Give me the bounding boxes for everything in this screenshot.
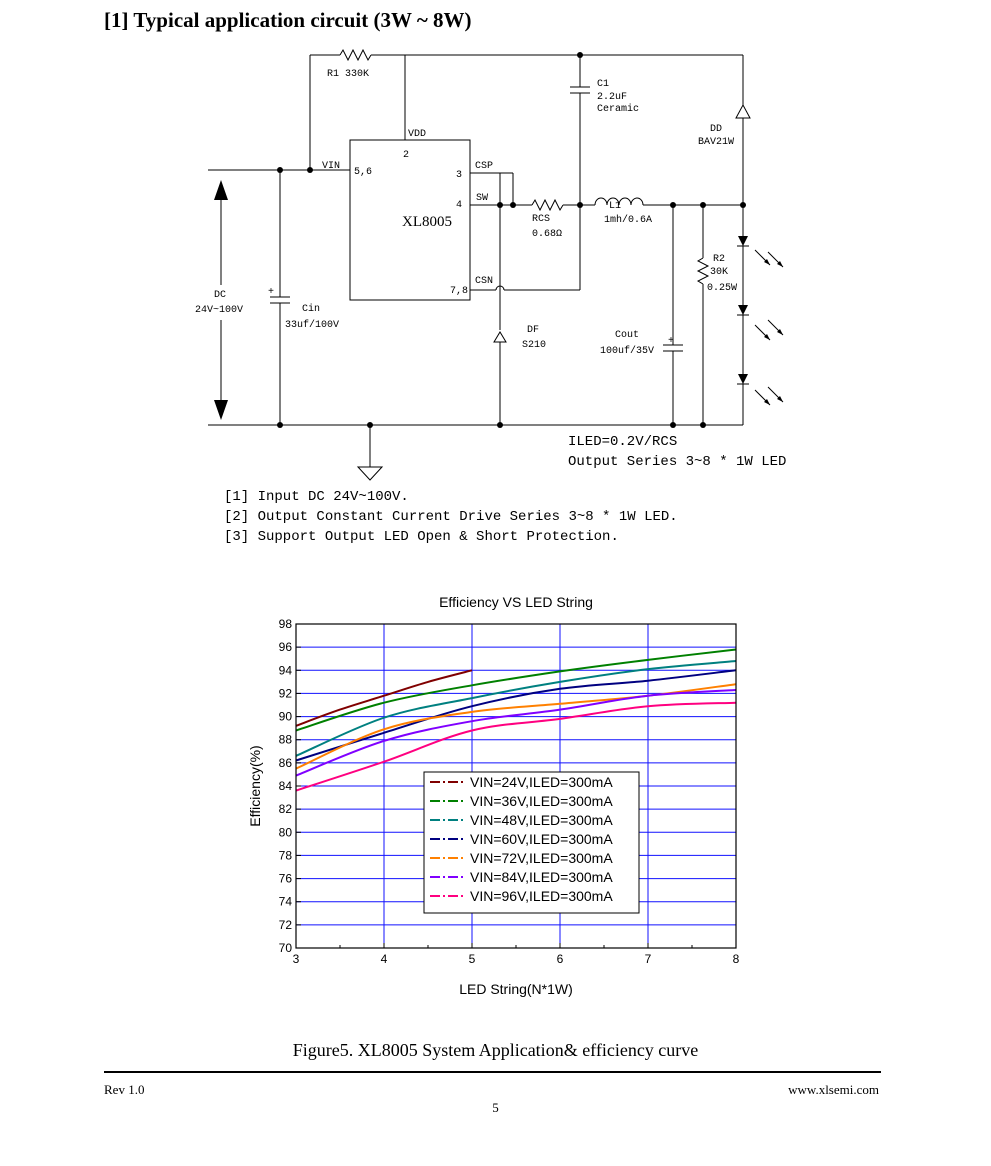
r1-label: R1 330K: [327, 69, 369, 80]
rcs-value: 0.68Ω: [532, 229, 562, 240]
y-tick-label: 78: [279, 848, 293, 862]
r2-value: 30K: [710, 267, 728, 278]
series-line-7: [295, 701, 737, 792]
note-3: [3] Support Output LED Open & Short Prot…: [224, 529, 619, 545]
dc-name: DC: [214, 290, 226, 301]
y-tick-label: 84: [279, 779, 293, 793]
chart-title: Efficiency VS LED String: [439, 594, 593, 610]
sw-label: SW: [476, 193, 488, 204]
cin-name: Cin: [302, 303, 320, 315]
legend-entry: VIN=24V,ILED=300mA: [470, 774, 613, 790]
website-link[interactable]: www.xlsemi.com: [788, 1082, 879, 1097]
dd-value: BAV21W: [698, 137, 734, 148]
x-tick-label: 4: [381, 952, 388, 966]
application-circuit: R1 330K C1 2.2uF Ceramic DD BAV21W VDD 2…: [195, 48, 786, 481]
vin-label: VIN: [322, 161, 340, 172]
series-line-3: [295, 660, 737, 757]
cout-value: 100uf/35V: [600, 345, 654, 357]
rcs-name: RCS: [532, 214, 550, 225]
pin3-label: 3: [456, 170, 462, 181]
legend-entry: VIN=96V,ILED=300mA: [470, 888, 613, 904]
note-1: [1] Input DC 24V~100V.: [224, 489, 409, 505]
revision: Rev 1.0: [104, 1082, 145, 1097]
y-tick-label: 88: [279, 733, 293, 747]
pin4-label: 4: [456, 200, 462, 211]
series-line-4: [295, 669, 737, 762]
ic-name: XL8005: [402, 214, 452, 230]
series-line-1: [295, 669, 473, 727]
x-tick-label: 3: [293, 952, 300, 966]
vdd-label: VDD: [408, 129, 426, 140]
y-tick-label: 80: [279, 825, 293, 839]
section-heading: [1] Typical application circuit (3W ~ 8W…: [104, 8, 472, 32]
y-tick-label: 98: [279, 617, 293, 631]
x-tick-label: 8: [733, 952, 740, 966]
dd-name: DD: [710, 124, 722, 135]
legend-entry: VIN=48V,ILED=300mA: [470, 812, 613, 828]
csn-label: CSN: [475, 276, 493, 287]
y-tick-label: 82: [279, 802, 293, 816]
y-tick-label: 90: [279, 710, 293, 724]
legend-entry: VIN=72V,ILED=300mA: [470, 850, 613, 866]
pin56-label: 5,6: [354, 167, 372, 178]
series-line-6: [295, 689, 737, 777]
r2-power: 0.25W: [707, 283, 737, 294]
x-tick-label: 7: [645, 952, 652, 966]
feature-notes: [1] Input DC 24V~100V. [2] Output Consta…: [224, 487, 678, 547]
y-tick-label: 72: [279, 918, 293, 932]
iled-formula: ILED=0.2V/RCS: [568, 434, 677, 450]
l1-name: L1: [609, 201, 621, 212]
x-tick-label: 5: [469, 952, 476, 966]
cin-value: 33uf/100V: [285, 319, 339, 331]
df-name: DF: [527, 325, 539, 336]
x-tick-label: 6: [557, 952, 564, 966]
y-tick-label: 92: [279, 686, 293, 700]
r2-name: R2: [713, 254, 725, 265]
dc-value: 24V~100V: [195, 305, 243, 316]
series-line-2: [295, 648, 737, 732]
pin78-label: 7,8: [450, 286, 468, 297]
l1-value: 1mh/0.6A: [604, 214, 652, 226]
pin2-label: 2: [403, 150, 409, 161]
legend-entry: VIN=84V,ILED=300mA: [470, 869, 613, 885]
legend-entry: VIN=60V,ILED=300mA: [470, 831, 613, 847]
figure-caption: Figure5. XL8005 System Application& effi…: [292, 1040, 699, 1060]
csp-label: CSP: [475, 161, 493, 172]
c1-value: 2.2uF: [597, 92, 627, 103]
legend-box: [423, 771, 640, 914]
y-tick-label: 96: [279, 640, 293, 654]
cout-name: Cout: [615, 330, 639, 341]
output-spec: Output Series 3~8 * 1W LED: [568, 454, 786, 470]
footer-rule: [104, 1071, 881, 1073]
y-tick-label: 76: [279, 872, 293, 886]
y-tick-label: 86: [279, 756, 293, 770]
y-tick-label: 94: [279, 663, 293, 677]
page-number: 5: [492, 1100, 499, 1115]
legend-entry: VIN=36V,ILED=300mA: [470, 793, 613, 809]
y-tick-label: 70: [279, 941, 293, 955]
y-tick-label: 74: [279, 895, 293, 909]
x-axis-label: LED String(N*1W): [459, 981, 573, 997]
c1-type: Ceramic: [597, 103, 639, 115]
cout-plus: +: [668, 336, 674, 347]
y-axis-label: Efficiency(%): [247, 745, 263, 826]
cin-plus: +: [268, 287, 274, 298]
c1-name: C1: [597, 79, 609, 90]
note-2: [2] Output Constant Current Drive Series…: [224, 509, 678, 525]
df-value: S210: [522, 340, 546, 351]
